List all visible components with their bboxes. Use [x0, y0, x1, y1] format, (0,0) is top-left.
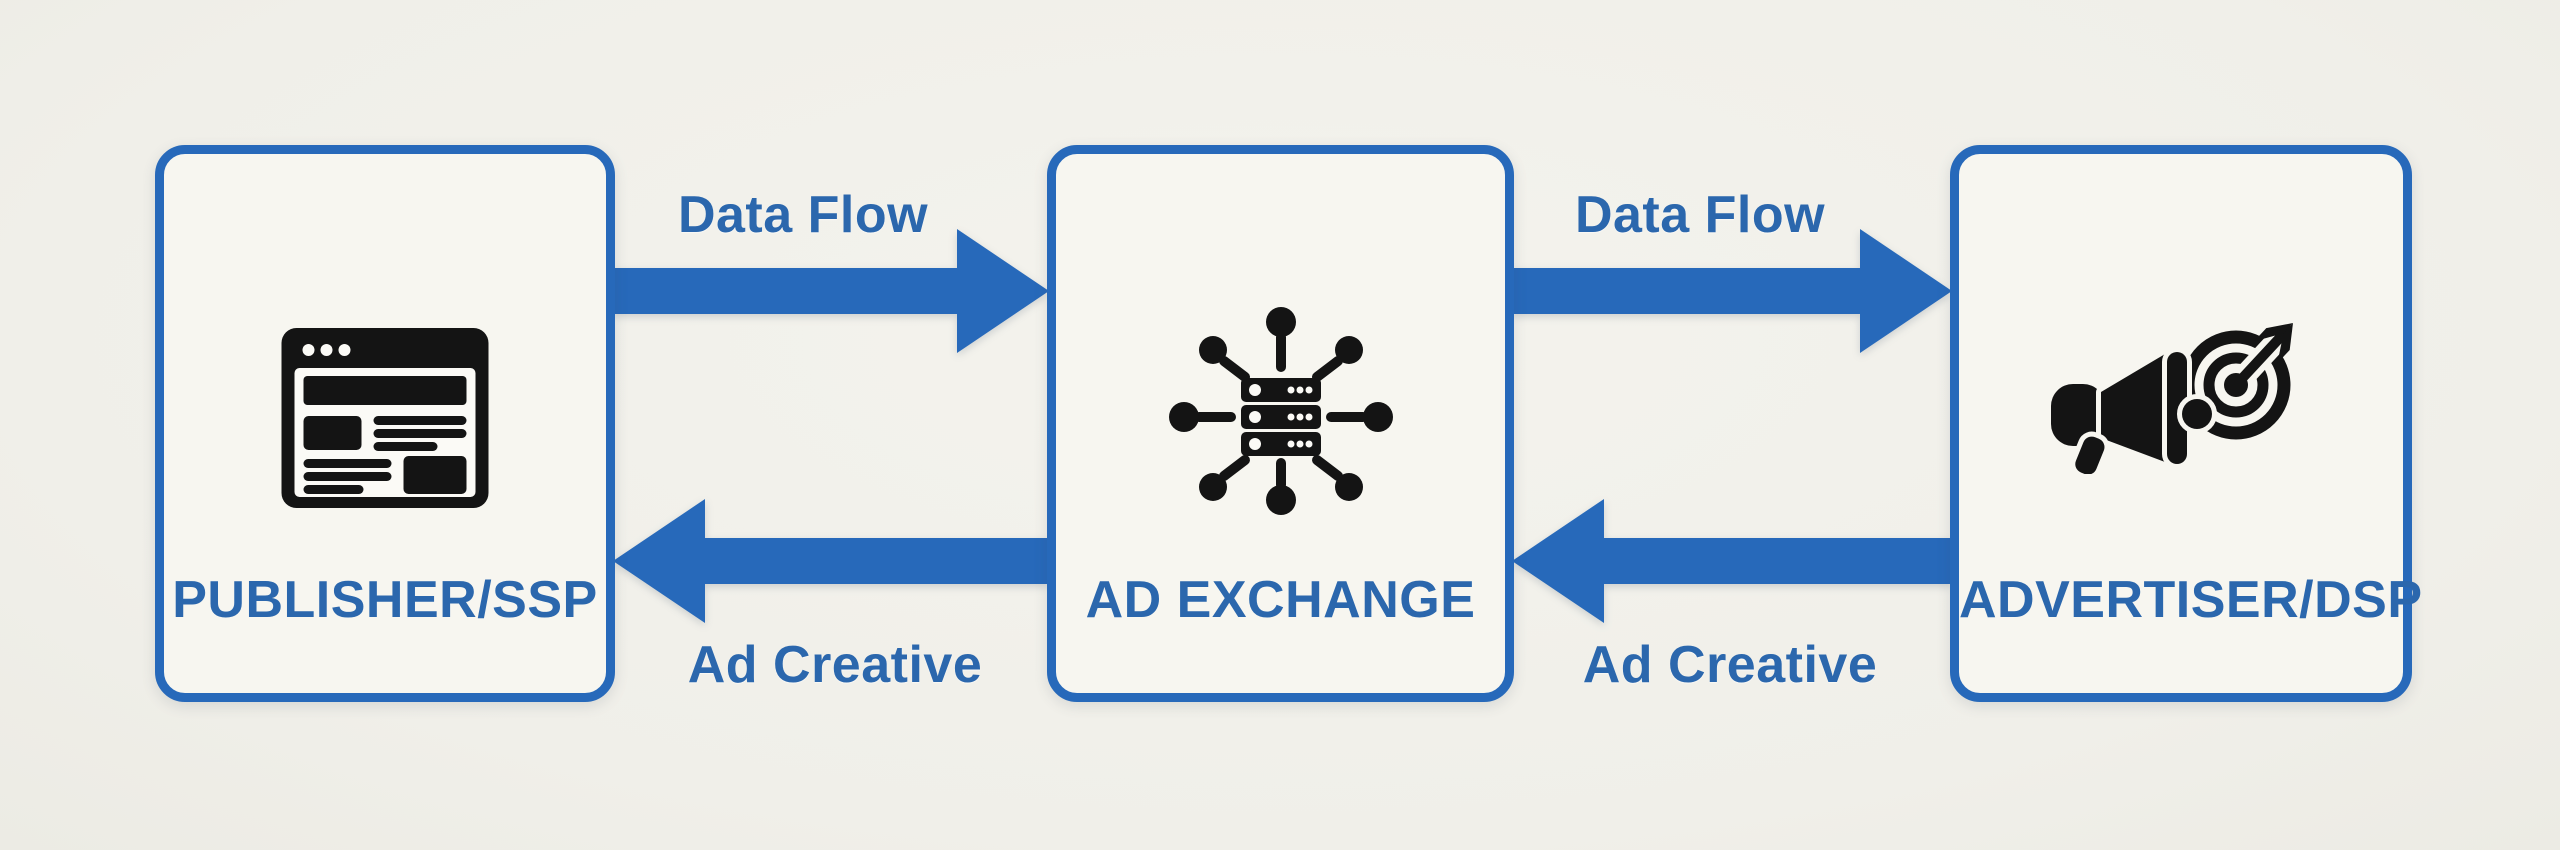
node-ad-exchange: AD EXCHANGE	[1047, 145, 1514, 702]
arrow-label-ad-creative-right: Ad Creative	[1582, 636, 1878, 694]
arrow-ad-creative-advertiser-to-exchange	[1512, 499, 1952, 623]
browser-window-icon	[281, 328, 489, 508]
arrow-label-ad-creative-left: Ad Creative	[687, 636, 983, 694]
arrow-ad-creative-exchange-to-publisher	[613, 499, 1049, 623]
node-advertiser-dsp: ADVERTISER/DSP	[1950, 145, 2423, 702]
megaphone-target-icon	[2046, 296, 2311, 480]
arrow-label-data-flow-right: Data Flow	[1574, 186, 1826, 244]
arrow-data-flow-exchange-to-advertiser	[1512, 229, 1952, 353]
node-label-ad-exchange: AD EXCHANGE	[1085, 571, 1476, 629]
arrow-data-flow-publisher-to-exchange	[613, 229, 1049, 353]
server-network-icon	[1168, 305, 1393, 515]
arrow-label-data-flow-left: Data Flow	[677, 186, 929, 244]
node-label-publisher-ssp: PUBLISHER/SSP	[172, 571, 598, 629]
node-publisher-ssp: PUBLISHER/SSP	[155, 145, 615, 702]
node-label-advertiser-dsp: ADVERTISER/DSP	[1959, 571, 2423, 629]
